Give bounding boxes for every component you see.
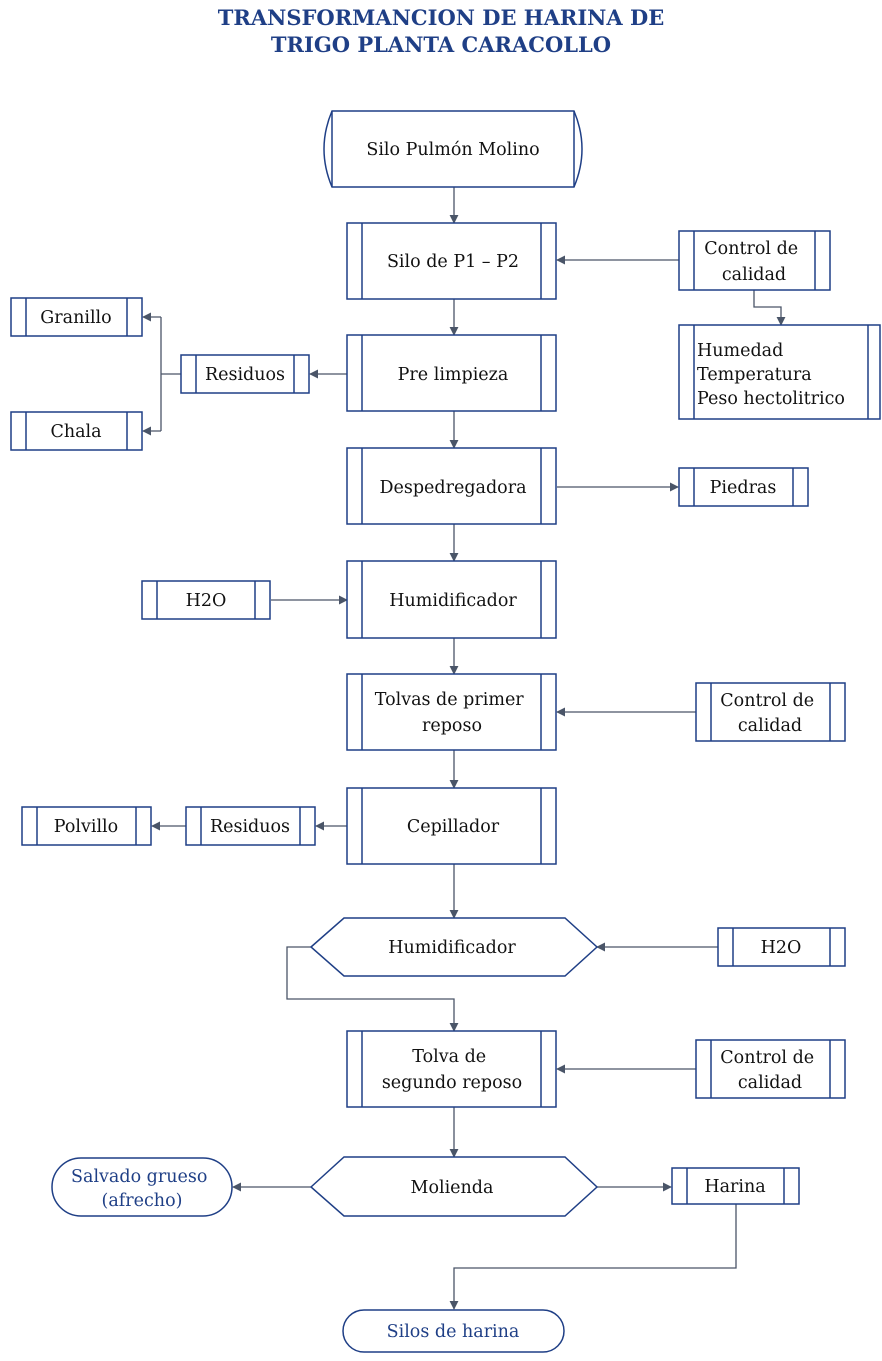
node-humidificador-2: Humidificador xyxy=(309,917,599,977)
node-silo-p1-p2-box xyxy=(346,222,557,300)
node-residuos-2: Residuos xyxy=(185,806,316,846)
node-control-1-box xyxy=(678,230,831,291)
node-control-2-line-1: Control de xyxy=(720,691,814,711)
node-h2o-2-box xyxy=(717,927,846,967)
node-tolva-segundo-line-1: Tolva de xyxy=(412,1047,486,1067)
node-polvillo-label: Polvillo xyxy=(54,817,118,837)
node-salvado-line-1: Salvado grueso xyxy=(71,1167,207,1187)
node-silos-harina-shape xyxy=(342,1309,565,1353)
node-control-calidad-1: Control de calidad xyxy=(678,230,831,291)
node-despedregadora-label: Despedregadora xyxy=(379,478,526,498)
node-cepillador-box xyxy=(346,787,557,865)
node-tolvas-primer-line-1: Tolvas de primer xyxy=(375,690,525,710)
node-tolvas-primer-label: Tolvas de primer reposo xyxy=(375,690,530,736)
param-humedad: Humedad xyxy=(697,341,783,361)
node-silo-p1-p2: Silo de P1 – P2 xyxy=(346,222,557,300)
node-control-calidad-2: Control de calidad xyxy=(695,682,846,742)
node-silo-pulmon-label: Silo Pulmón Molino xyxy=(366,140,539,160)
node-h2o-1-label: H2O xyxy=(186,591,227,611)
title-line-2: TRIGO PLANTA CARACOLLO xyxy=(270,32,612,57)
node-salvado-line-2: (afrecho) xyxy=(102,1191,183,1211)
node-residuos-2-box xyxy=(185,806,316,846)
node-tolvas-primer-reposo: Tolvas de primer reposo xyxy=(346,673,557,751)
node-silos-harina-label: Silos de harina xyxy=(387,1322,520,1342)
node-humidificador-2-label: Humidificador xyxy=(388,938,516,958)
node-cepillador: Cepillador xyxy=(346,787,557,865)
node-tolva-segundo-box xyxy=(346,1030,557,1108)
param-peso-hectolitrico: Peso hectolitrico xyxy=(697,389,845,409)
node-h2o-1: H2O xyxy=(141,580,271,620)
node-tolva-segundo-line-2: segundo reposo xyxy=(382,1073,522,1093)
node-control-2-line-2: calidad xyxy=(738,716,802,736)
node-tolva-segundo-label: Tolva de segundo reposo xyxy=(382,1047,522,1093)
node-harina-label: Harina xyxy=(704,1177,765,1197)
node-tolva-segundo-reposo: Tolva de segundo reposo xyxy=(346,1030,557,1108)
node-humidificador-1-box xyxy=(346,560,557,639)
node-harina: Harina xyxy=(671,1167,800,1205)
node-h2o-1-box xyxy=(141,580,271,620)
node-tolvas-primer-line-2: reposo xyxy=(422,716,482,736)
node-granillo-box xyxy=(10,297,143,337)
node-silos-de-harina: Silos de harina xyxy=(342,1309,565,1353)
node-pre-limpieza-label: Pre limpieza xyxy=(398,365,509,385)
node-params-box xyxy=(678,324,881,420)
node-pre-limpieza-box xyxy=(346,334,557,412)
node-control-1-line-2: calidad xyxy=(722,265,786,285)
node-quality-parameters: Humedad Temperatura Peso hectolitrico xyxy=(678,324,881,420)
node-despedregadora: Despedregadora xyxy=(346,447,557,525)
node-humidificador-2-hexagon xyxy=(309,917,599,977)
node-control-1-line-1: Control de xyxy=(704,239,798,259)
node-chala-label: Chala xyxy=(50,422,101,442)
node-tolvas-primer-box xyxy=(346,673,557,751)
node-harina-box xyxy=(671,1167,800,1205)
node-h2o-2-label: H2O xyxy=(761,938,802,958)
node-control-calidad-3: Control de calidad xyxy=(695,1039,846,1099)
arrow-humidificador-2-to-tolva-segundo xyxy=(286,946,459,1032)
node-control-1-label: Control de calidad xyxy=(704,239,803,285)
node-salvado-shape xyxy=(51,1157,233,1217)
node-residuos-1-label: Residuos xyxy=(205,365,285,385)
node-residuos-1: Residuos xyxy=(180,354,310,394)
param-temperatura: Temperatura xyxy=(697,365,812,385)
node-silo-pulmon-molino: Silo Pulmón Molino xyxy=(323,110,583,188)
node-piedras-box xyxy=(678,467,809,507)
arrow-control-1-to-params xyxy=(753,290,786,326)
node-salvado-grueso: Salvado grueso (afrecho) xyxy=(51,1157,233,1217)
node-polvillo-box xyxy=(21,806,152,846)
node-control-3-label: Control de calidad xyxy=(720,1048,819,1093)
title-line-1: TRANSFORMANCION DE HARINA DE xyxy=(217,5,665,30)
arrow-harina-to-silos xyxy=(449,1204,737,1310)
node-control-3-box xyxy=(695,1039,846,1099)
node-control-2-label: Control de calidad xyxy=(720,691,819,736)
node-piedras-label: Piedras xyxy=(710,478,777,498)
node-cepillador-label: Cepillador xyxy=(407,817,500,837)
node-params-label: Humedad Temperatura Peso hectolitrico xyxy=(697,341,845,409)
node-granillo-label: Granillo xyxy=(40,308,111,328)
node-control-2-box xyxy=(695,682,846,742)
node-granillo: Granillo xyxy=(10,297,143,337)
node-molienda-label: Molienda xyxy=(411,1178,494,1198)
node-polvillo: Polvillo xyxy=(21,806,152,846)
node-h2o-2: H2O xyxy=(717,927,846,967)
node-piedras: Piedras xyxy=(678,467,809,507)
node-salvado-label: Salvado grueso (afrecho) xyxy=(71,1167,213,1211)
node-molienda: Molienda xyxy=(309,1156,599,1217)
node-chala: Chala xyxy=(10,411,143,451)
node-humidificador-1-label: Humidificador xyxy=(389,591,517,611)
node-despedregadora-box xyxy=(346,447,557,525)
diagram-title: TRANSFORMANCION DE HARINA DE TRIGO PLANT… xyxy=(0,4,882,58)
node-pre-limpieza: Pre limpieza xyxy=(346,334,557,412)
node-control-3-line-1: Control de xyxy=(720,1048,814,1068)
node-control-3-line-2: calidad xyxy=(738,1073,802,1093)
node-residuos-1-box xyxy=(180,354,310,394)
node-residuos-2-label: Residuos xyxy=(210,817,290,837)
connectors xyxy=(142,187,786,1310)
node-chala-box xyxy=(10,411,143,451)
node-molienda-hexagon xyxy=(309,1156,599,1217)
node-silo-p1-p2-label: Silo de P1 – P2 xyxy=(387,252,519,272)
node-humidificador-1: Humidificador xyxy=(346,560,557,639)
